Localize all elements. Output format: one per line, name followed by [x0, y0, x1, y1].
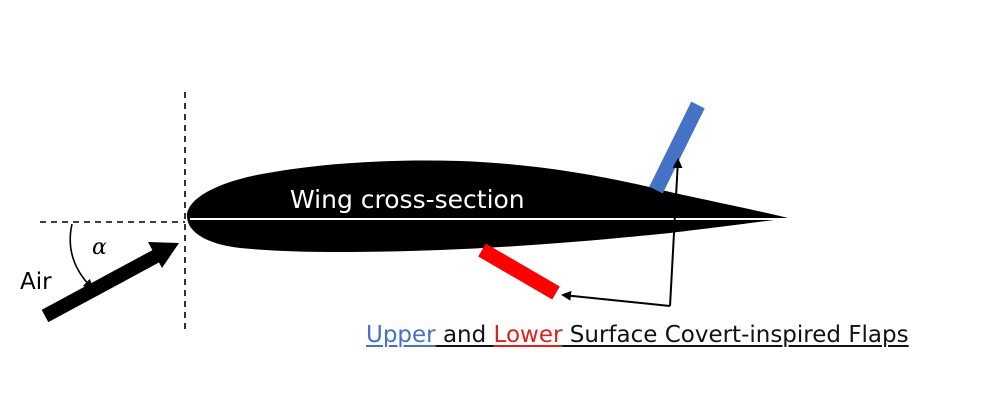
- air-arrow-shaft: [41, 247, 164, 323]
- leader-line-horizontal: [561, 290, 671, 307]
- caption-lower: Lower: [493, 322, 563, 348]
- angle-alpha-label: α: [92, 235, 107, 260]
- angle-arc: [69, 223, 94, 290]
- lower-flap: [478, 243, 560, 300]
- wing-label: Wing cross-section: [290, 185, 525, 214]
- upper-flap: [649, 101, 705, 194]
- wing-airfoil: [186, 160, 788, 253]
- caption-and: and: [435, 322, 494, 348]
- flaps-caption: Upper and Lower Surface Covert-inspired …: [366, 322, 909, 348]
- air-arrow-head: [148, 242, 179, 268]
- air-label: Air: [20, 269, 52, 295]
- caption-rest: Surface Covert-inspired Flaps: [562, 322, 909, 348]
- leader-line-vertical: [669, 158, 683, 307]
- caption-upper: Upper: [366, 322, 436, 348]
